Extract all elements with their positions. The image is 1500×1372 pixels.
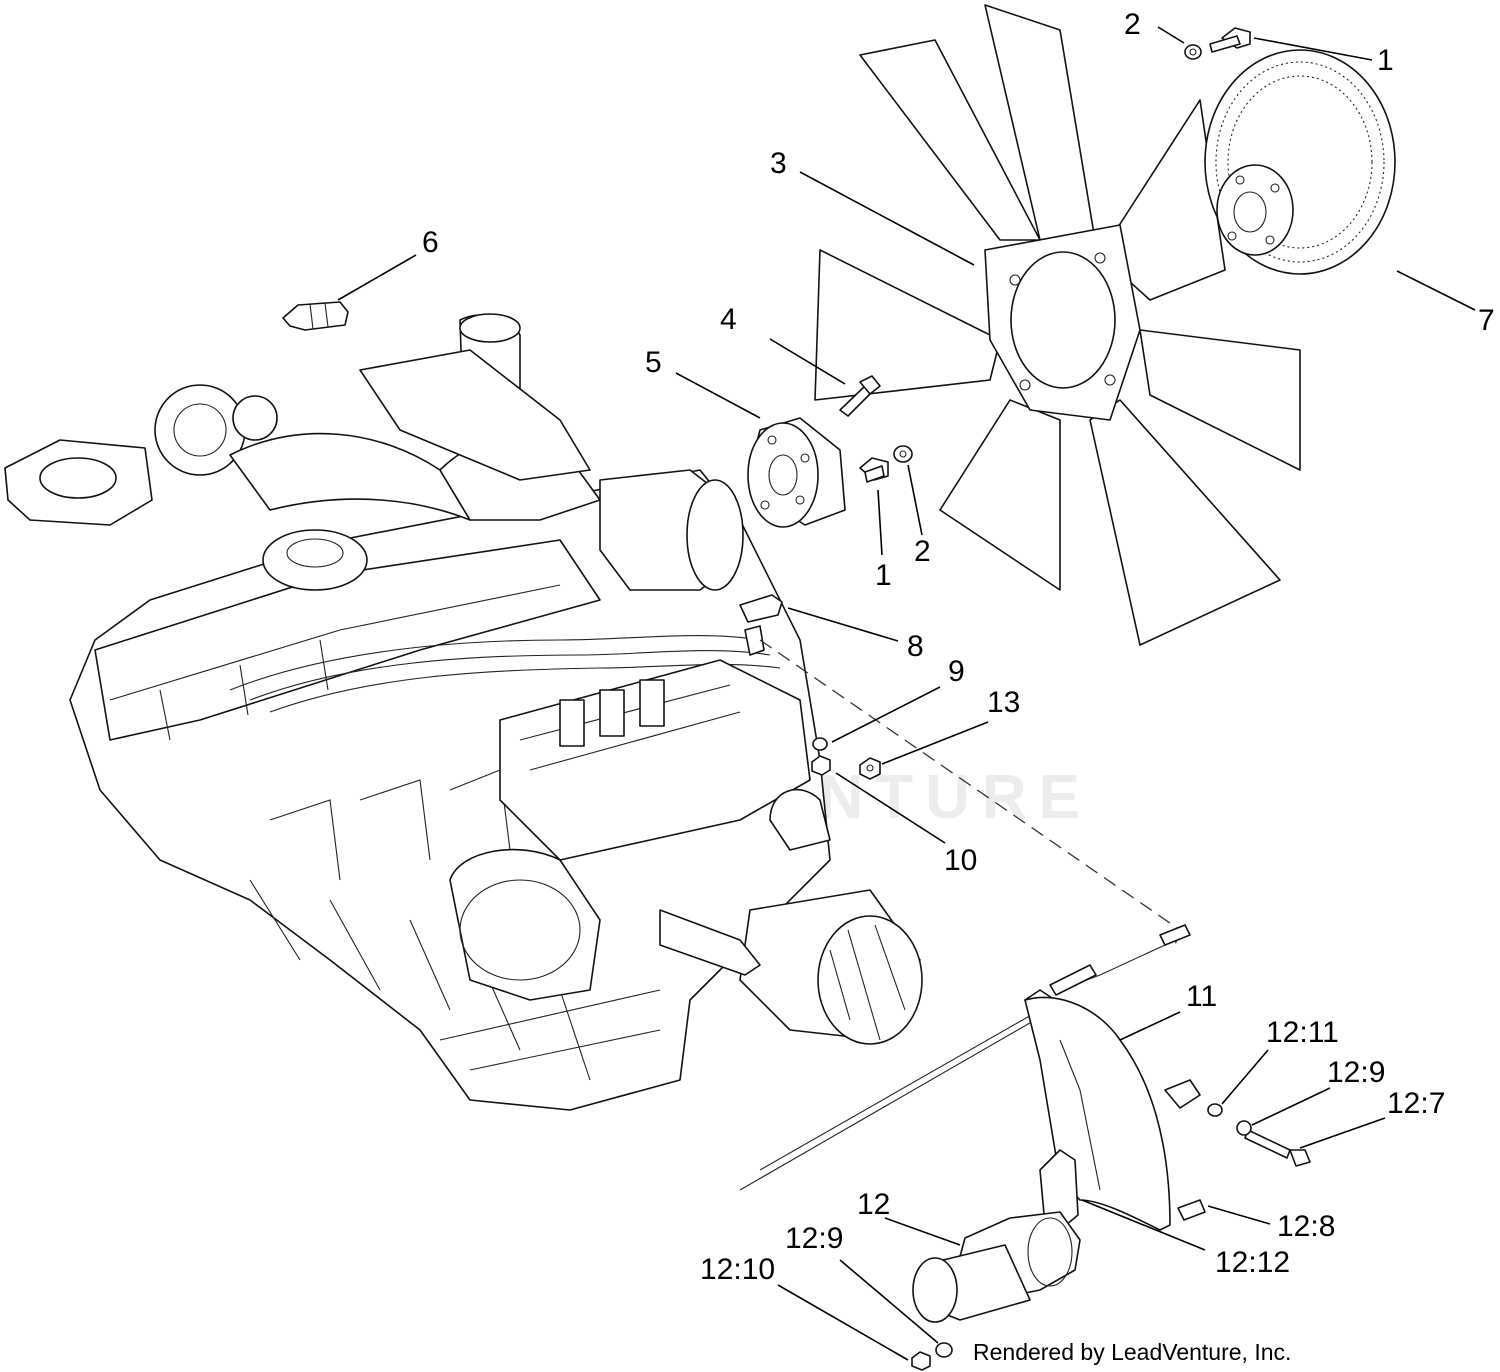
- callout-12-9-right: 12:9: [1327, 1056, 1385, 1089]
- callout-1-middle: 1: [875, 559, 892, 592]
- spacer-part-5: [747, 417, 846, 528]
- callout-13: 13: [987, 686, 1020, 719]
- callout-2-top: 2: [1124, 8, 1141, 41]
- bolt-part-12-8: [1177, 1199, 1206, 1221]
- solenoid-part-12: [912, 1211, 1081, 1323]
- bolt-part-12-7: [1244, 1129, 1311, 1167]
- washer-part-9: [812, 737, 828, 751]
- callout-12-9-left: 12:9: [785, 1222, 843, 1255]
- bolt-part-1-top: [1209, 27, 1251, 53]
- bolt-part-1-middle: [859, 457, 889, 483]
- fan-blade-part-3: [814, 4, 1301, 646]
- callout-2-middle: 2: [914, 535, 931, 568]
- cable-and-bracket-part-11: [739, 639, 1201, 1231]
- fitting-part-8: [739, 594, 783, 656]
- washer-part-2-middle: [893, 445, 913, 463]
- callout-5: 5: [645, 346, 662, 379]
- leader-lines: [337, 26, 1476, 1361]
- nut-part-12-10: [911, 1351, 931, 1371]
- callout-labels: 2 1 3 4 5 6 7 1 2 8 9 13 10 11 12:11 12:…: [422, 8, 1495, 1286]
- callout-9: 9: [948, 655, 965, 688]
- callout-12-7: 12:7: [1387, 1087, 1445, 1120]
- callout-10: 10: [944, 844, 977, 877]
- callout-11: 11: [1186, 980, 1217, 1013]
- washer-part-12-9-left: [935, 1342, 953, 1358]
- callout-12-8: 12:8: [1277, 1210, 1335, 1243]
- callout-8: 8: [907, 630, 924, 663]
- callout-12-11: 12:11: [1266, 1016, 1339, 1049]
- fan-clutch-part-7: [1204, 49, 1396, 275]
- callout-12: 12: [857, 1188, 890, 1221]
- nut-part-10: [811, 755, 831, 776]
- callout-6: 6: [422, 226, 439, 259]
- callout-3: 3: [770, 147, 787, 180]
- callout-12-12: 12:12: [1215, 1246, 1290, 1279]
- callout-1-top: 1: [1377, 44, 1394, 77]
- nut-part-13: [859, 757, 881, 780]
- callout-4: 4: [720, 303, 737, 336]
- washer-part-12-9-right: [1236, 1120, 1252, 1136]
- washer-part-2-top: [1184, 44, 1202, 60]
- washer-part-12-11: [1207, 1103, 1223, 1117]
- callout-7: 7: [1478, 304, 1495, 337]
- callout-12-10: 12:10: [700, 1253, 775, 1286]
- render-credit: Rendered by LeadVenture, Inc.: [973, 1339, 1291, 1365]
- sensor-part-6: [282, 301, 349, 331]
- engine-assembly: [4, 313, 923, 1111]
- bolt-part-4: [839, 375, 881, 417]
